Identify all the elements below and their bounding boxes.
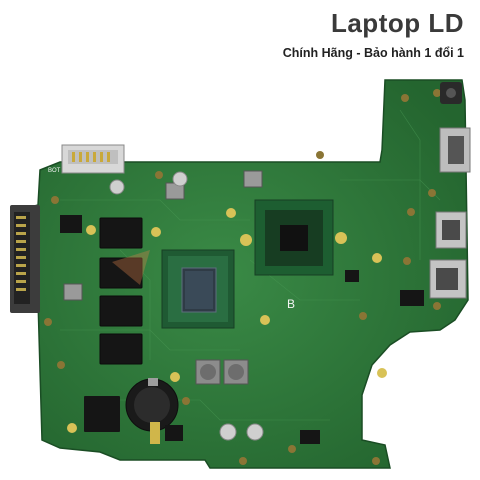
chipset-chip [254,199,334,276]
small-chips [60,215,424,444]
silkscreen-b: B [287,297,295,311]
inductors [63,170,263,385]
brand-subtitle: Chính Hãng - Bảo hành 1 đổi 1 [282,46,464,60]
usb-port-1 [439,127,471,173]
brand-block: Laptop LD Chính Hãng - Bảo hành 1 đổi 1 [283,8,464,60]
cmos-battery-holder [125,378,179,444]
brand-title: Laptop LD [330,8,464,38]
usb-port-2 [435,211,467,249]
capacitors [109,171,264,441]
sata-connector [10,205,40,313]
watermark-shape [112,250,150,285]
battery-connector [61,144,125,174]
screw-holes [44,89,441,465]
silkscreen-bot: BOT [48,168,61,174]
usb-port-3 [429,259,467,299]
ram-chips [99,217,143,365]
pcb-board [19,79,469,469]
gold-pads [67,208,387,433]
audio-jack [440,82,462,104]
cpu-chip [161,249,235,329]
